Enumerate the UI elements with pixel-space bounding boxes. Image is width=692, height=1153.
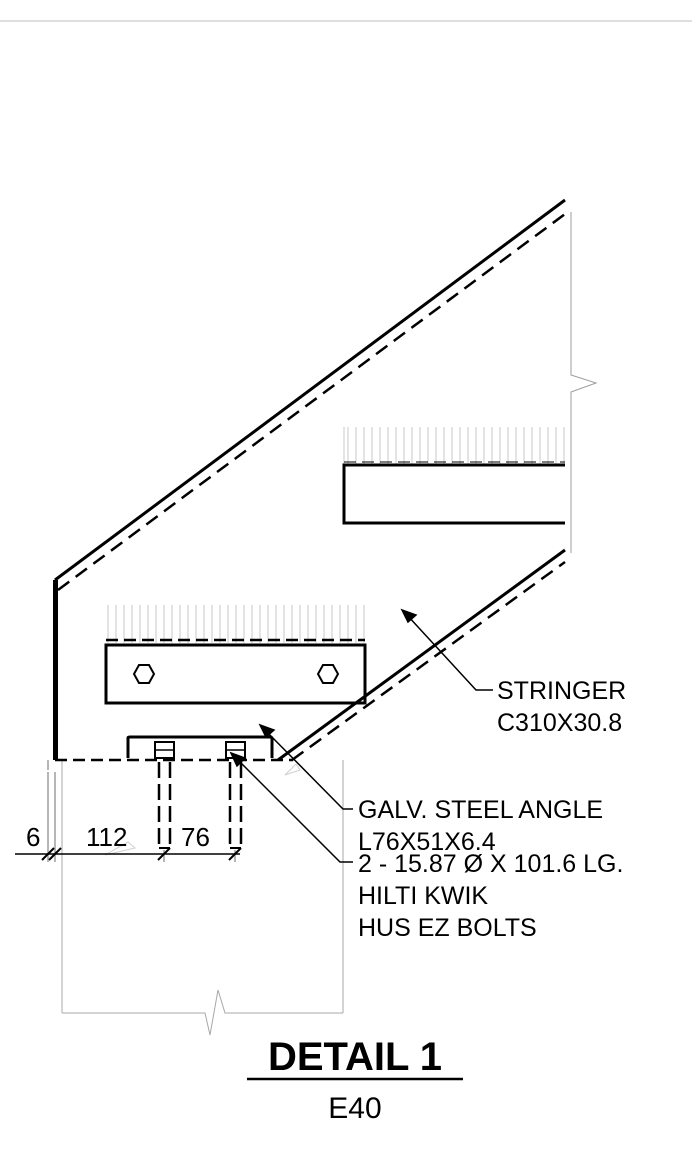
detail-title: DETAIL 1 [268, 1035, 442, 1079]
stringer-top-edge [54, 198, 566, 582]
stringer-label-line2: C310X30.8 [497, 709, 622, 737]
leader-stringer [400, 608, 493, 691]
concrete-slab [61, 760, 344, 1036]
lower-tread [104, 605, 367, 705]
upper-tread [342, 427, 565, 525]
leader-bolts [229, 751, 353, 863]
right-break-line [570, 212, 598, 553]
tread-bolt-left-icon [132, 664, 156, 684]
angle-label-line2: L76X51X6.4 [358, 828, 496, 856]
sheet-reference: E40 [328, 1092, 381, 1125]
dim-76: 76 [181, 822, 210, 852]
anchor-bolt-left [154, 741, 175, 849]
bolts-label-line1: 2 - 15.87 Ø X 101.6 LG. [358, 850, 623, 878]
stringer-bottom-edge [277, 548, 566, 762]
dim-112: 112 [86, 822, 127, 852]
stringer-label-line1: STRINGER [497, 677, 626, 705]
stringer-top-dashed [57, 212, 566, 592]
tread-bolt-right-icon [316, 664, 340, 684]
stringer-bottom-dashed [291, 560, 566, 762]
steel-angle [126, 735, 274, 758]
leader-angle [258, 723, 353, 810]
dim-6: 6 [26, 822, 40, 852]
bolts-label-line3: HUS EZ BOLTS [358, 914, 537, 942]
stringer-end-plate [53, 580, 58, 760]
angle-label-line1: GALV. STEEL ANGLE [358, 796, 603, 824]
bolts-label-line2: HILTI KWIK [358, 882, 488, 910]
dimension-line [15, 760, 242, 862]
